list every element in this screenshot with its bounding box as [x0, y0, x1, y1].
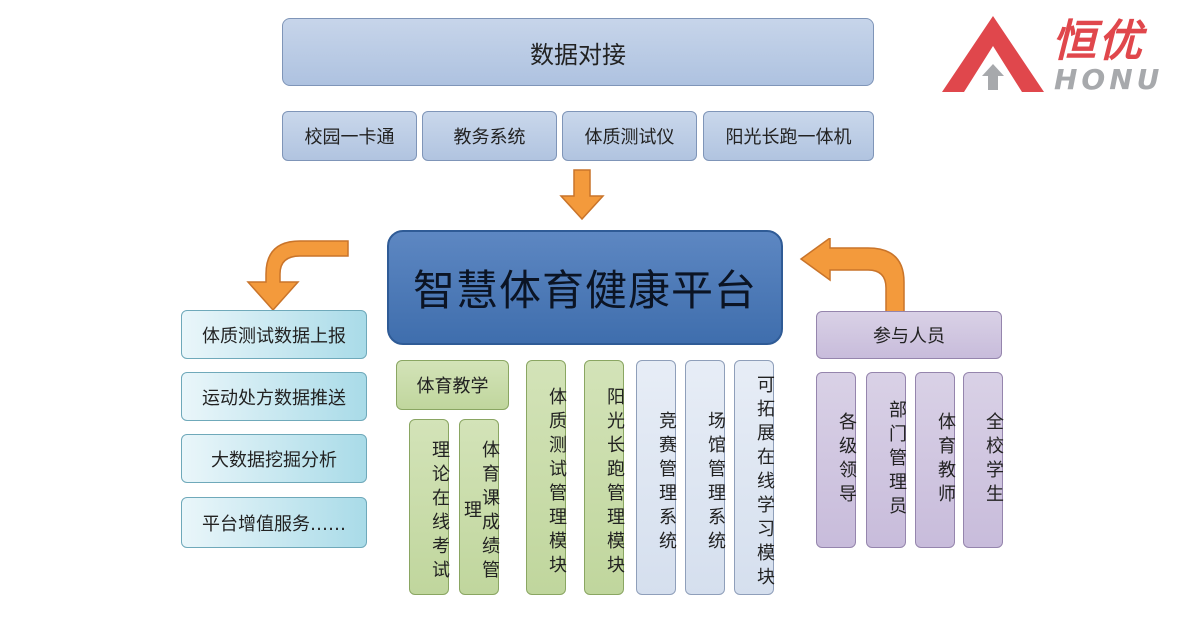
module-online-learning: 可拓展在线学习模块: [734, 360, 775, 595]
output-value-added-services: 平台增值服务……: [181, 497, 367, 548]
module-label: 竞赛管理系统: [656, 410, 677, 555]
participant-label: 部门管理员: [886, 400, 907, 520]
participant-students: 全校学生: [963, 372, 1004, 548]
module-venue-mgmt: 场馆管理系统: [685, 360, 726, 595]
participants-title: 参与人员: [873, 326, 945, 347]
curved-arrow-right-icon: [799, 238, 905, 313]
module-label: 体育课成绩管理: [461, 440, 500, 584]
teaching-box: 体育教学: [396, 360, 509, 410]
data-integration-box: 数据对接: [282, 18, 874, 86]
module-label: 体质测试管理模块: [546, 386, 567, 579]
output-label: 运动处方数据推送: [202, 387, 346, 409]
participant-label: 全校学生: [983, 412, 1004, 508]
module-label: 阳光长跑管理模块: [604, 386, 625, 579]
output-exercise-prescription: 运动处方数据推送: [181, 372, 367, 421]
participant-label: 体育教师: [935, 412, 956, 508]
output-label: 体质测试数据上报: [202, 325, 346, 347]
honu-logo: 恒优 HONU: [940, 14, 1190, 94]
logo-brand-en: HONU: [1054, 63, 1164, 96]
module-label: 场馆管理系统: [705, 410, 726, 555]
source-label: 体质测试仪: [584, 127, 675, 148]
output-label: 平台增值服务……: [202, 513, 346, 535]
source-label: 阳光长跑一体机: [725, 127, 852, 148]
module-label: 理论在线考试: [429, 440, 450, 584]
participant-dept-admins: 部门管理员: [866, 372, 907, 548]
core-platform-title: 智慧体育健康平台: [412, 266, 757, 315]
logo-mark-icon: [942, 16, 1044, 92]
curved-arrow-left-icon: [246, 240, 349, 312]
source-campus-card: 校园一卡通: [282, 111, 417, 161]
teaching-title: 体育教学: [416, 376, 489, 397]
module-online-exam: 理论在线考试: [409, 419, 450, 595]
participant-leaders: 各级领导: [816, 372, 857, 548]
down-arrow-icon: [559, 169, 605, 221]
participants-box: 参与人员: [816, 311, 1002, 359]
logo-brand-cn: 恒优: [1052, 16, 1144, 67]
module-fitness-test-mgmt: 体质测试管理模块: [526, 360, 567, 595]
module-pe-grades: 体育课成绩管理: [459, 419, 500, 595]
module-label: 可拓展在线学习模块: [754, 374, 775, 591]
source-label: 校园一卡通: [304, 127, 395, 148]
output-big-data-analysis: 大数据挖掘分析: [181, 434, 367, 483]
participant-label: 各级领导: [836, 412, 857, 508]
source-label: 教务系统: [453, 127, 526, 148]
source-fitness-tester: 体质测试仪: [562, 111, 697, 161]
participant-pe-teachers: 体育教师: [915, 372, 956, 548]
module-sunshine-run-mgmt: 阳光长跑管理模块: [584, 360, 625, 595]
source-sunshine-run-machine: 阳光长跑一体机: [703, 111, 874, 161]
output-fitness-report: 体质测试数据上报: [181, 310, 367, 359]
source-academic-system: 教务系统: [422, 111, 557, 161]
module-competition-mgmt: 竞赛管理系统: [636, 360, 677, 595]
output-label: 大数据挖掘分析: [211, 449, 337, 471]
data-integration-title: 数据对接: [530, 40, 626, 69]
core-platform-box: 智慧体育健康平台: [387, 230, 783, 345]
